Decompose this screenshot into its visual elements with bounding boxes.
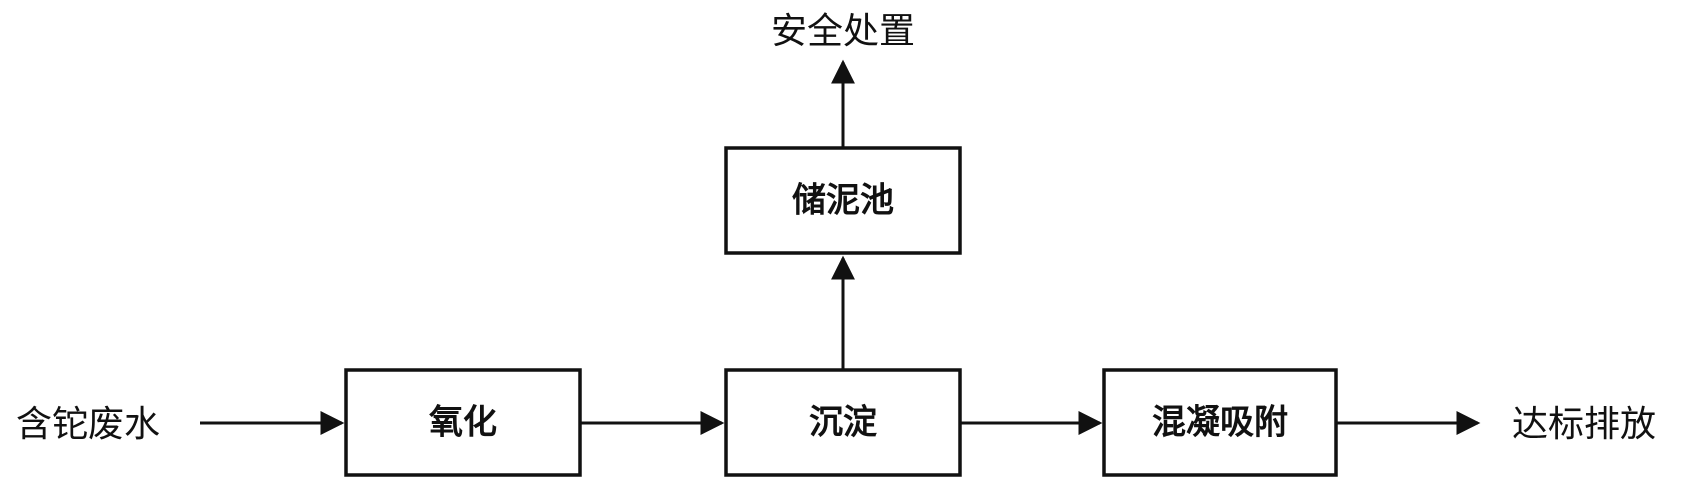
sludge-tank-box: 储泥池	[724, 146, 962, 255]
coagulation-adsorption-label: 混凝吸附	[1152, 403, 1288, 443]
oxidation-label: 氧化	[429, 403, 497, 443]
sedimentation-box: 沉淀	[724, 368, 962, 477]
disposal-label: 安全处置	[771, 11, 915, 52]
input-label: 含铊废水	[16, 404, 160, 445]
output-label: 达标排放	[1512, 404, 1656, 445]
coagulation-adsorption-box: 混凝吸附	[1102, 368, 1338, 477]
oxidation-box: 氧化	[344, 368, 582, 477]
sludge-tank-label: 储泥池	[792, 181, 894, 221]
sedimentation-label: 沉淀	[809, 403, 877, 443]
